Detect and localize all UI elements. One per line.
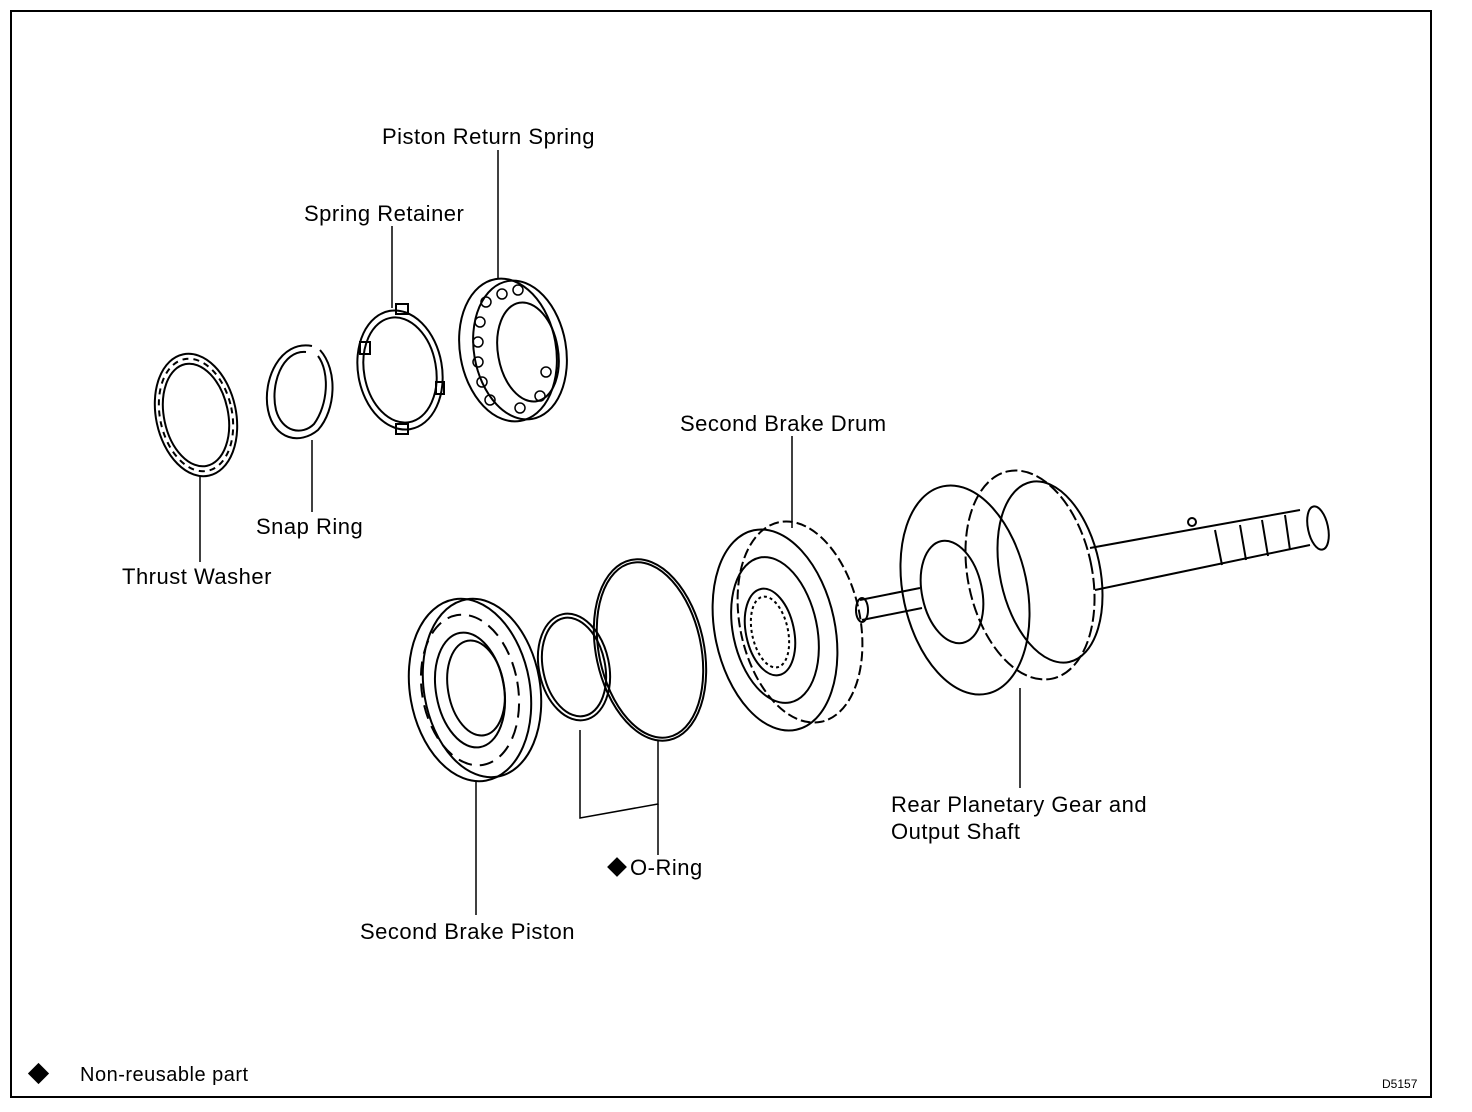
o-ring-text: O-Ring <box>630 855 703 880</box>
label-second-brake-piston: Second Brake Piston <box>360 919 575 944</box>
leader-lines <box>199 150 1021 915</box>
diamond-icon <box>607 857 627 878</box>
label-spring-retainer: Spring Retainer <box>304 201 465 226</box>
thrust-washer-part <box>153 352 239 478</box>
figure-code: D5157 <box>1382 1077 1418 1091</box>
label-rear-planetary-line1: Rear Planetary Gear and <box>891 792 1148 817</box>
second-brake-piston-part <box>407 597 543 783</box>
o-rings-part <box>536 558 708 742</box>
label-rear-planetary-line2: Output Shaft <box>891 819 1021 844</box>
piston-return-spring-part <box>458 277 568 423</box>
rear-planetary-gear-part <box>855 469 1330 696</box>
label-snap-ring: Snap Ring <box>256 514 364 539</box>
legend-text: Non-reusable part <box>80 1064 249 1086</box>
label-piston-return-spring: Piston Return Spring <box>382 124 595 149</box>
snap-ring-part <box>265 344 334 440</box>
spring-retainer-part <box>356 303 445 435</box>
label-second-brake-drum: Second Brake Drum <box>680 411 887 436</box>
second-brake-drum-part <box>711 520 864 732</box>
label-thrust-washer: Thrust Washer <box>122 564 272 589</box>
label-o-ring: O-Ring <box>607 854 703 881</box>
figure-frame <box>10 10 1432 1098</box>
